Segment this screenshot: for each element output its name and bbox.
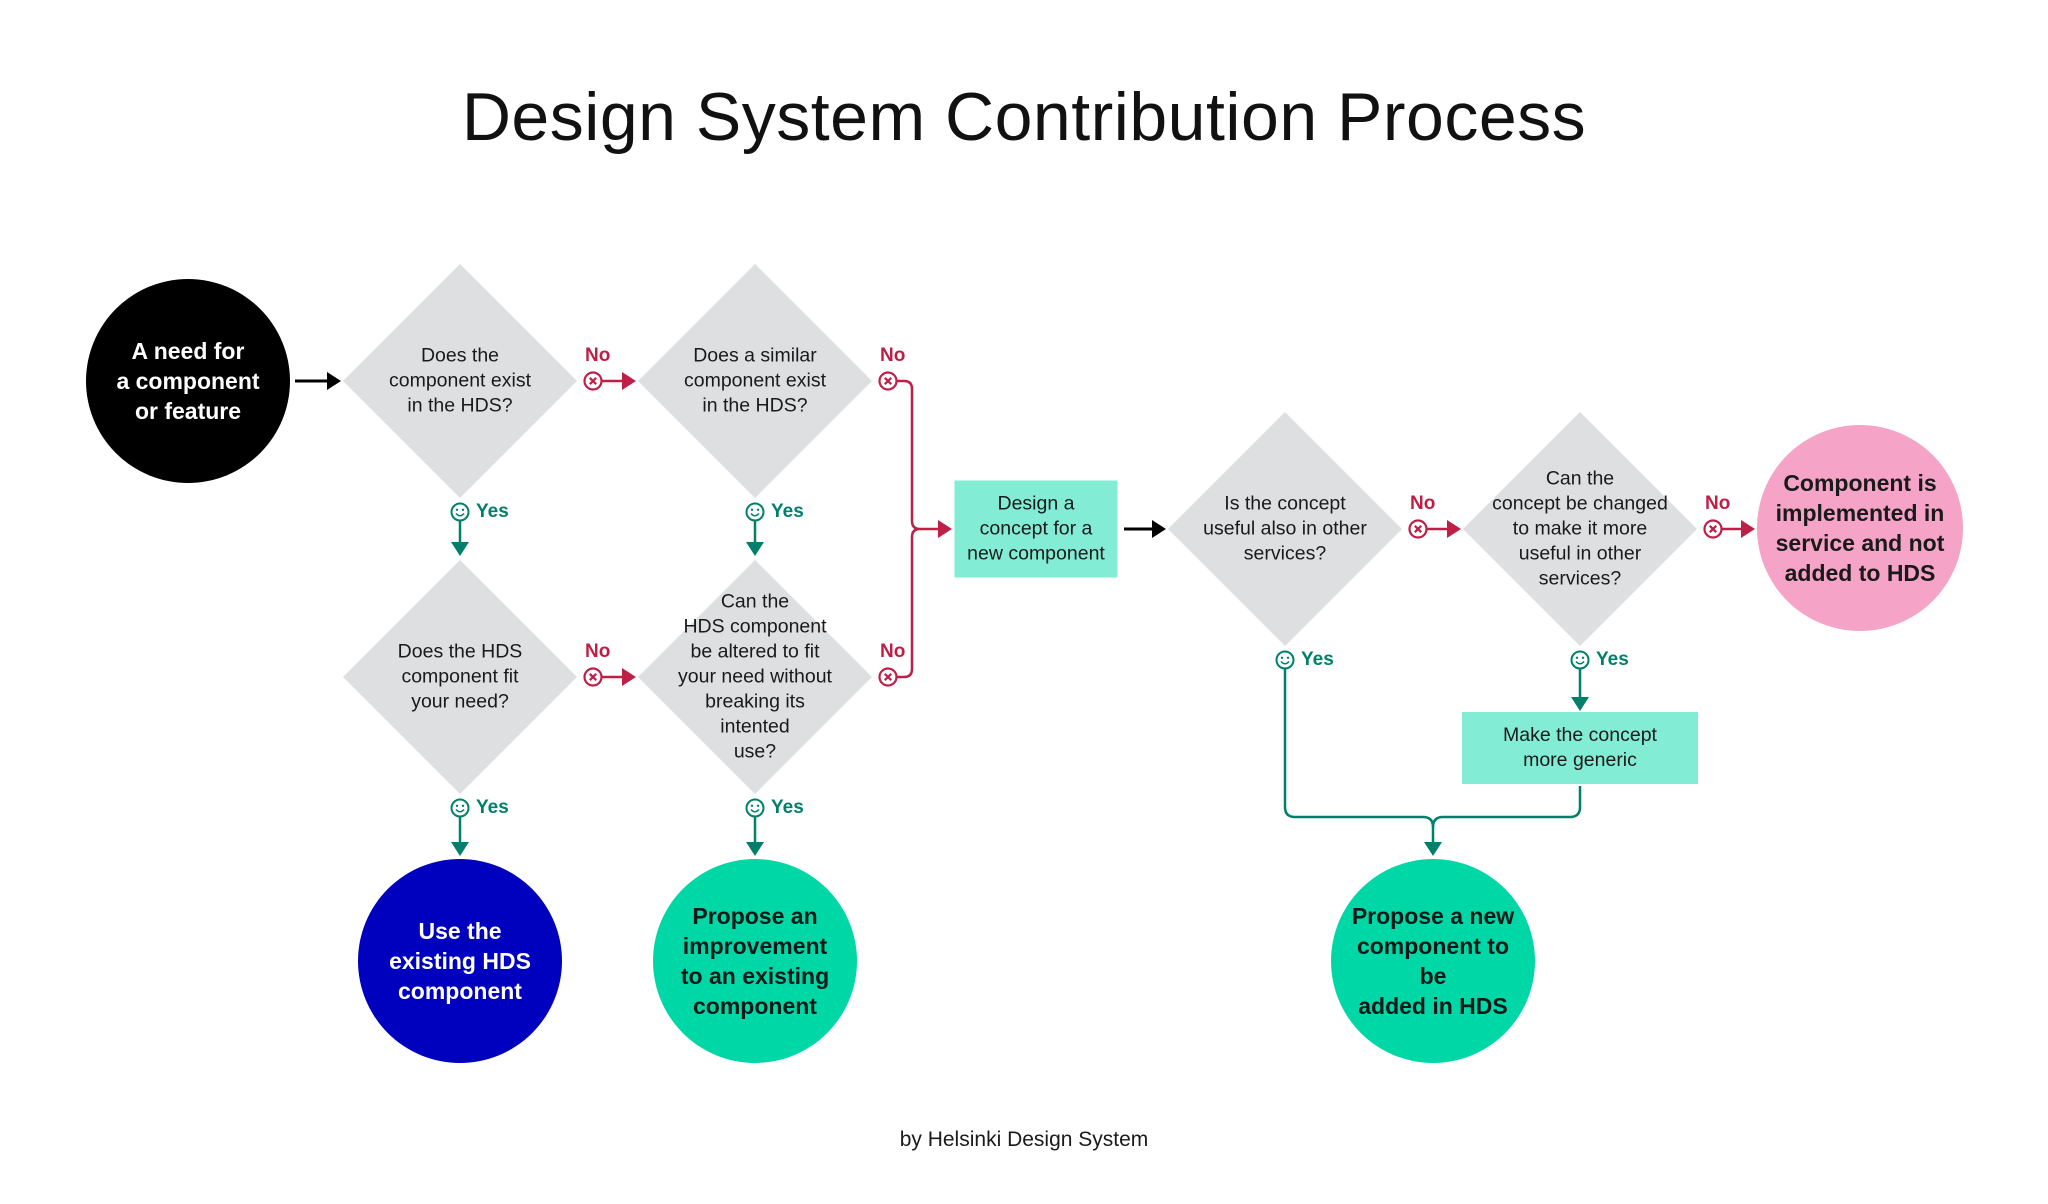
q-exists-label: Does the component exist in the HDS? bbox=[388, 344, 531, 417]
q-useful-decision bbox=[1168, 412, 1402, 646]
smiley-icon bbox=[745, 798, 765, 818]
yes-arrowhead bbox=[1571, 697, 1589, 711]
no-merge-bracket bbox=[896, 379, 921, 679]
design-concept-label: Design a concept for a new component bbox=[967, 492, 1105, 565]
yes-arrowhead bbox=[746, 542, 764, 556]
yes-arrowhead bbox=[451, 842, 469, 856]
q-alter-label: Can the HDS component be altered to fit … bbox=[678, 590, 832, 763]
smiley-icon bbox=[450, 798, 470, 818]
x-circle-icon bbox=[878, 371, 898, 391]
x-circle-icon bbox=[583, 667, 603, 687]
q-similar-label: Does a similar component exist in the HD… bbox=[683, 344, 826, 417]
yes-label: Yes bbox=[771, 501, 804, 522]
smiley-icon bbox=[745, 502, 765, 522]
use-existing-terminal bbox=[358, 859, 562, 1063]
yes-label: Yes bbox=[1301, 649, 1334, 670]
no-label: No bbox=[880, 641, 906, 662]
q-change-label: Can the concept be changed to make it mo… bbox=[1492, 467, 1668, 590]
not-added-terminal bbox=[1757, 425, 1963, 631]
yes-label: Yes bbox=[476, 501, 509, 522]
no-arrowhead bbox=[622, 668, 636, 686]
make-generic-action-box bbox=[1462, 712, 1698, 784]
smiley-icon bbox=[1570, 650, 1590, 670]
x-circle-icon bbox=[1703, 519, 1723, 539]
page-title: Design System Contribution Process bbox=[461, 79, 1587, 155]
smiley-icon bbox=[450, 502, 470, 522]
yes-arrowhead bbox=[746, 842, 764, 856]
propose-new-terminal bbox=[1331, 859, 1535, 1063]
start-label: A need for a component or feature bbox=[116, 338, 260, 424]
smiley-icon bbox=[1275, 650, 1295, 670]
propose-improvement-label: Propose an improvement to an existing co… bbox=[680, 903, 830, 1019]
q-alter-decision bbox=[638, 560, 872, 794]
no-arrowhead bbox=[622, 372, 636, 390]
no-arrowhead bbox=[1447, 520, 1461, 538]
q-fit-decision bbox=[343, 560, 577, 794]
yes-label: Yes bbox=[476, 797, 509, 818]
yes-arrowhead bbox=[451, 542, 469, 556]
yes-label: Yes bbox=[771, 797, 804, 818]
make-generic-label: Make the concept more generic bbox=[1503, 724, 1657, 771]
not-added-label: Component is implemented in service and … bbox=[1775, 470, 1945, 586]
q-useful-label: Is the concept useful also in other serv… bbox=[1203, 492, 1367, 565]
no-arrowhead bbox=[938, 520, 952, 538]
q-exists-decision bbox=[343, 264, 577, 498]
no-label: No bbox=[1410, 493, 1436, 514]
q-change-decision bbox=[1463, 412, 1697, 646]
propose-improvement-terminal bbox=[653, 859, 857, 1063]
x-circle-icon bbox=[583, 371, 603, 391]
propose-new-label: Propose a new component to be added in H… bbox=[1351, 903, 1515, 1019]
use-existing-label: Use the existing HDS component bbox=[389, 918, 531, 1004]
credit-footer: by Helsinki Design System bbox=[899, 1128, 1149, 1151]
no-arrowhead bbox=[1741, 520, 1755, 538]
design-concept-action-box bbox=[954, 480, 1118, 578]
no-label: No bbox=[1705, 493, 1731, 514]
no-label: No bbox=[585, 345, 611, 366]
yes-label: Yes bbox=[1596, 649, 1629, 670]
yes-arrowhead bbox=[1424, 842, 1442, 856]
start-terminal bbox=[86, 279, 290, 483]
no-label: No bbox=[880, 345, 906, 366]
x-circle-icon bbox=[1408, 519, 1428, 539]
q-fit-label: Does the HDS component fit your need? bbox=[397, 640, 523, 713]
q-similar-decision bbox=[638, 264, 872, 498]
flow-arrowhead bbox=[327, 372, 341, 390]
x-circle-icon bbox=[878, 667, 898, 687]
flow-arrowhead bbox=[1152, 520, 1166, 538]
no-label: No bbox=[585, 641, 611, 662]
